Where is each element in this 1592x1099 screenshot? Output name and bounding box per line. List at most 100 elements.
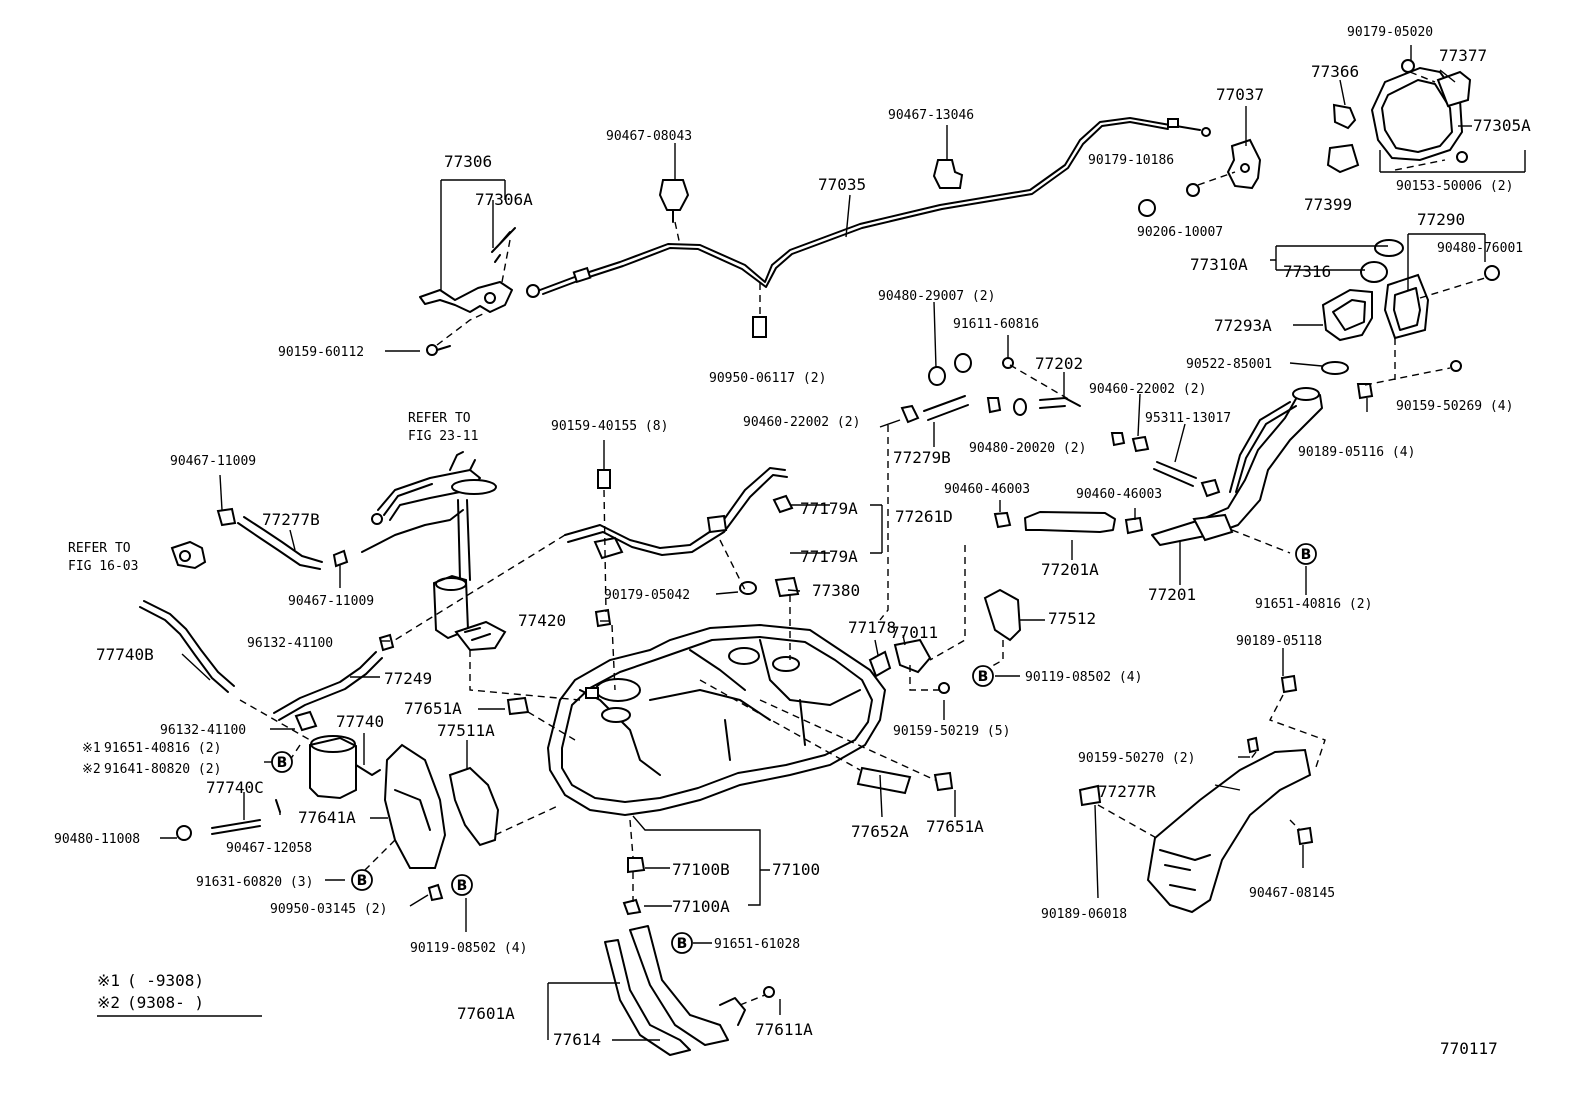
lid-lock (1138, 138, 1262, 217)
part-label: 77179A (800, 547, 858, 566)
refer-note-line: REFER TO (68, 541, 131, 556)
footnote-text: ( -9308) (127, 971, 204, 990)
part-label: 90119-08502 (4) (410, 941, 527, 956)
b-marker-text: B (978, 669, 989, 685)
part-label: 77420 (518, 611, 566, 630)
tank-bands (604, 857, 775, 1056)
part-label: 77277R (1098, 782, 1156, 801)
part-label: 77366 (1311, 62, 1359, 81)
part-label: 90467-13046 (888, 108, 974, 123)
part-label: 77306A (475, 190, 533, 209)
part-label: 90460-22002 (2) (1089, 382, 1206, 397)
part-label: 77100A (672, 897, 730, 916)
b-marker-text: B (357, 873, 368, 889)
breather-hoses (900, 353, 1221, 535)
part-label: 90179-05020 (1347, 25, 1433, 40)
part-label: 90460-46003 (1076, 487, 1162, 502)
part-label: 90480-11008 (54, 832, 140, 847)
part-label: 77740 (336, 712, 384, 731)
part-label: 90159-50270 (2) (1078, 751, 1195, 766)
part-label: 90480-76001 (1437, 241, 1523, 256)
fuel-tubes (564, 467, 800, 628)
refer-notes: REFER TO FIG 23-11 REFER TO FIG 16-03 (68, 411, 478, 574)
footnote-text: (9308- ) (127, 993, 204, 1012)
charcoal-canister (176, 710, 381, 841)
part-label: 77011 (890, 623, 938, 642)
part-label: 90206-10007 (1137, 225, 1223, 240)
part-label: 90189-05116 (4) (1298, 445, 1415, 460)
part-label: 77249 (384, 669, 432, 688)
part-label: 90189-06018 (1041, 907, 1127, 922)
part-label: 90480-20020 (2) (969, 441, 1086, 456)
part-label: 77740B (96, 645, 154, 664)
part-label: 77641A (298, 808, 356, 827)
part-label: 90179-10186 (1088, 153, 1174, 168)
part-label: ※2 (82, 762, 101, 777)
b-marker-text: B (1301, 547, 1312, 563)
part-label: 77037 (1216, 85, 1264, 104)
part-label: 77601A (457, 1004, 515, 1023)
part-label: 77261D (895, 507, 953, 526)
part-label: 77316 (1283, 262, 1331, 281)
part-label: 91651-61028 (714, 937, 800, 952)
part-label: 90467-08043 (606, 129, 692, 144)
part-label: 77035 (818, 175, 866, 194)
part-label: 90159-50269 (4) (1396, 399, 1513, 414)
part-label: ※1 (82, 741, 101, 756)
part-label: 90460-22002 (2) (743, 415, 860, 430)
part-label: 95311-13017 (1145, 411, 1231, 426)
refer-note-line: FIG 16-03 (68, 559, 138, 574)
fender-liner (1078, 674, 1314, 914)
part-label: 77178 (848, 618, 896, 637)
part-label: 90467-12058 (226, 841, 312, 856)
part-labels: 77306 77306A 90159-60112 90467-08043 770… (54, 25, 1531, 1049)
part-label: 90153-50006 (2) (1396, 179, 1513, 194)
part-label: 90467-08145 (1249, 886, 1335, 901)
part-label: 96132-41100 (160, 723, 246, 738)
filler-neck-assembly (1151, 239, 1500, 546)
part-label: 77614 (553, 1030, 601, 1049)
part-label: 90460-46003 (944, 482, 1030, 497)
part-label: 90950-03145 (2) (270, 902, 387, 917)
part-label: 90159-40155 (8) (551, 419, 668, 434)
footnote-legend: ※1 ( -9308) ※2 (9308- ) (97, 971, 204, 1012)
part-label: 77305A (1473, 116, 1531, 135)
part-label: 91651-40816 (2) (104, 741, 221, 756)
opener-cable (539, 117, 1211, 295)
part-label: 90189-05118 (1236, 634, 1322, 649)
part-label: 96132-41100 (247, 636, 333, 651)
fuel-filler-lid (1326, 59, 1472, 174)
part-label: 77279B (893, 448, 951, 467)
part-label: 91641-80820 (2) (104, 762, 221, 777)
footnote-mark: ※1 (97, 971, 120, 990)
part-label: 77202 (1035, 354, 1083, 373)
part-label: 77179A (800, 499, 858, 518)
part-label: 90950-06117 (2) (709, 371, 826, 386)
part-label: 91651-40816 (2) (1255, 597, 1372, 612)
part-label: 77651A (404, 699, 462, 718)
cable-clamps (658, 159, 964, 338)
fuel-pump-sender (361, 451, 507, 652)
part-label: 77380 (812, 581, 860, 600)
tank-brackets (383, 588, 1022, 902)
part-label: 91611-60816 (953, 317, 1039, 332)
part-label: 77100 (772, 860, 820, 879)
part-label: 77201 (1148, 585, 1196, 604)
part-label: 77511A (437, 721, 495, 740)
part-label: 77293A (1214, 316, 1272, 335)
part-label: 90480-29007 (2) (878, 289, 995, 304)
part-label: 77100B (672, 860, 730, 879)
part-label: 77652A (851, 822, 909, 841)
part-label: 77306 (444, 152, 492, 171)
part-label: 77377 (1439, 46, 1487, 65)
part-label: 77201A (1041, 560, 1099, 579)
part-label: 90119-08502 (4) (1025, 670, 1142, 685)
assembly-dashed-lines (239, 71, 1486, 1006)
part-label: 90179-05042 (604, 588, 690, 603)
b-marker-text: B (457, 878, 468, 894)
left-hoses (139, 507, 395, 721)
part-label: 77512 (1048, 609, 1096, 628)
part-label: 90467-11009 (288, 594, 374, 609)
part-label: 77290 (1417, 210, 1465, 229)
